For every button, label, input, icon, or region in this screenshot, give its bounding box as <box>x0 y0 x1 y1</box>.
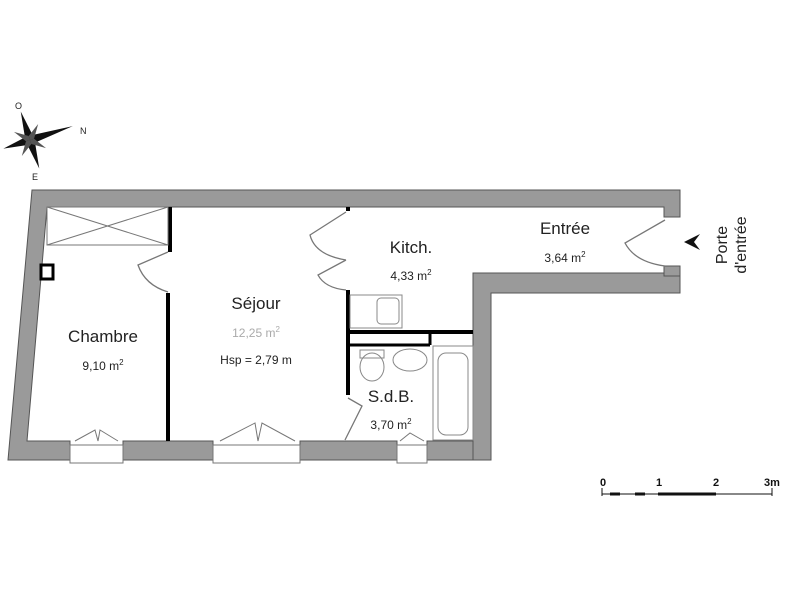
area-value: 3,70 m <box>370 418 408 432</box>
area-value: 12,25 m <box>232 326 276 340</box>
compass-rose-icon <box>3 111 73 169</box>
interior-partitions <box>166 207 473 441</box>
area-unit-sup: 2 <box>581 250 586 259</box>
scale-tick-3: 3m <box>764 477 780 489</box>
fixtures <box>349 294 474 441</box>
closet <box>46 206 169 246</box>
room-name-chambre: Chambre <box>68 327 138 346</box>
entrance-arrow-icon <box>684 234 700 250</box>
scale-tick-0: 0 <box>599 477 607 489</box>
area-value: 9,10 m <box>82 359 120 373</box>
entrance-label-line1: Porte <box>714 225 731 265</box>
room-name-entree: Entrée <box>539 219 591 238</box>
area-unit-sup: 2 <box>119 358 124 367</box>
windows <box>69 422 428 464</box>
room-name-kitchen: Kitch. <box>389 238 433 257</box>
area-value: 3,64 m <box>544 251 582 265</box>
compass-west-label: O <box>15 101 23 111</box>
area-unit-sup: 2 <box>427 268 432 277</box>
room-area-sdb: 3,70 m2 <box>370 417 411 432</box>
room-name-sdb: S.d.B. <box>367 387 415 406</box>
ceiling-height: Hsp = 2,79 m <box>220 353 292 367</box>
scale-tick-2: 2 <box>712 477 720 489</box>
compass-north-label: N <box>80 126 87 136</box>
entrance-label-line2: d'entrée <box>733 216 750 274</box>
scale-tick-1: 1 <box>655 477 663 489</box>
room-area-kitchen: 4,33 m2 <box>390 268 431 283</box>
scale-bar <box>601 488 773 496</box>
room-area-entree: 3,64 m2 <box>544 250 585 265</box>
room-name-sejour: Séjour <box>231 294 281 313</box>
doors <box>137 211 666 441</box>
area-unit-sup: 2 <box>275 325 280 334</box>
area-unit-sup: 2 <box>407 417 412 426</box>
room-area-chambre: 9,10 m2 <box>82 358 123 373</box>
compass-east-label: E <box>32 172 39 182</box>
room-area-sejour: 12,25 m2 <box>232 325 280 340</box>
area-value: 4,33 m <box>390 269 428 283</box>
